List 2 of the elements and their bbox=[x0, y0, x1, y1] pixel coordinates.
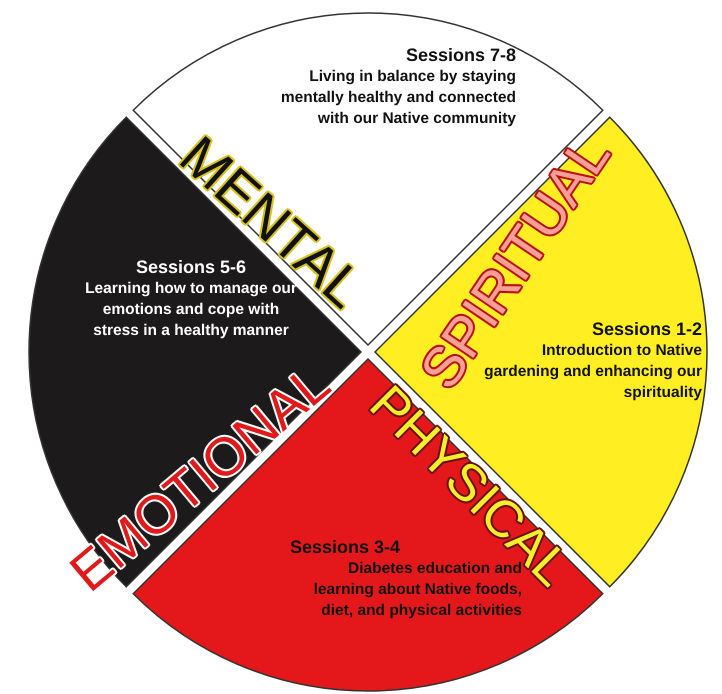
session-description: Living in balance by staying mentally healthy and connected with our Native community bbox=[280, 67, 516, 129]
session-heading: Sessions 7-8 bbox=[404, 44, 516, 66]
